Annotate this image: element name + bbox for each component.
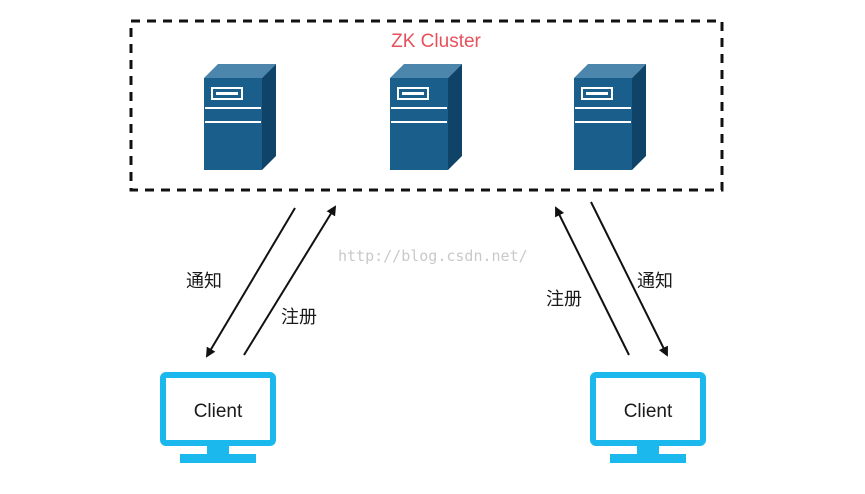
right-register-arrow	[555, 206, 630, 356]
right-register-label: 注册	[546, 289, 582, 310]
client-label: Client	[194, 401, 243, 422]
left-notify-arrow	[205, 207, 296, 358]
cluster-title: ZK Cluster	[391, 31, 481, 52]
server-icon	[573, 63, 647, 171]
watermark-text: http://blog.csdn.net/	[338, 247, 528, 265]
right-notify-label: 通知	[637, 271, 673, 292]
client-label: Client	[624, 401, 673, 422]
server-icon	[203, 63, 277, 171]
left-register-label: 注册	[281, 307, 317, 328]
right-notify-arrow	[590, 201, 668, 357]
left-register-arrow	[243, 205, 337, 356]
cluster-boundary	[129, 19, 724, 192]
left-notify-label: 通知	[186, 271, 222, 292]
server-icon	[389, 63, 463, 171]
